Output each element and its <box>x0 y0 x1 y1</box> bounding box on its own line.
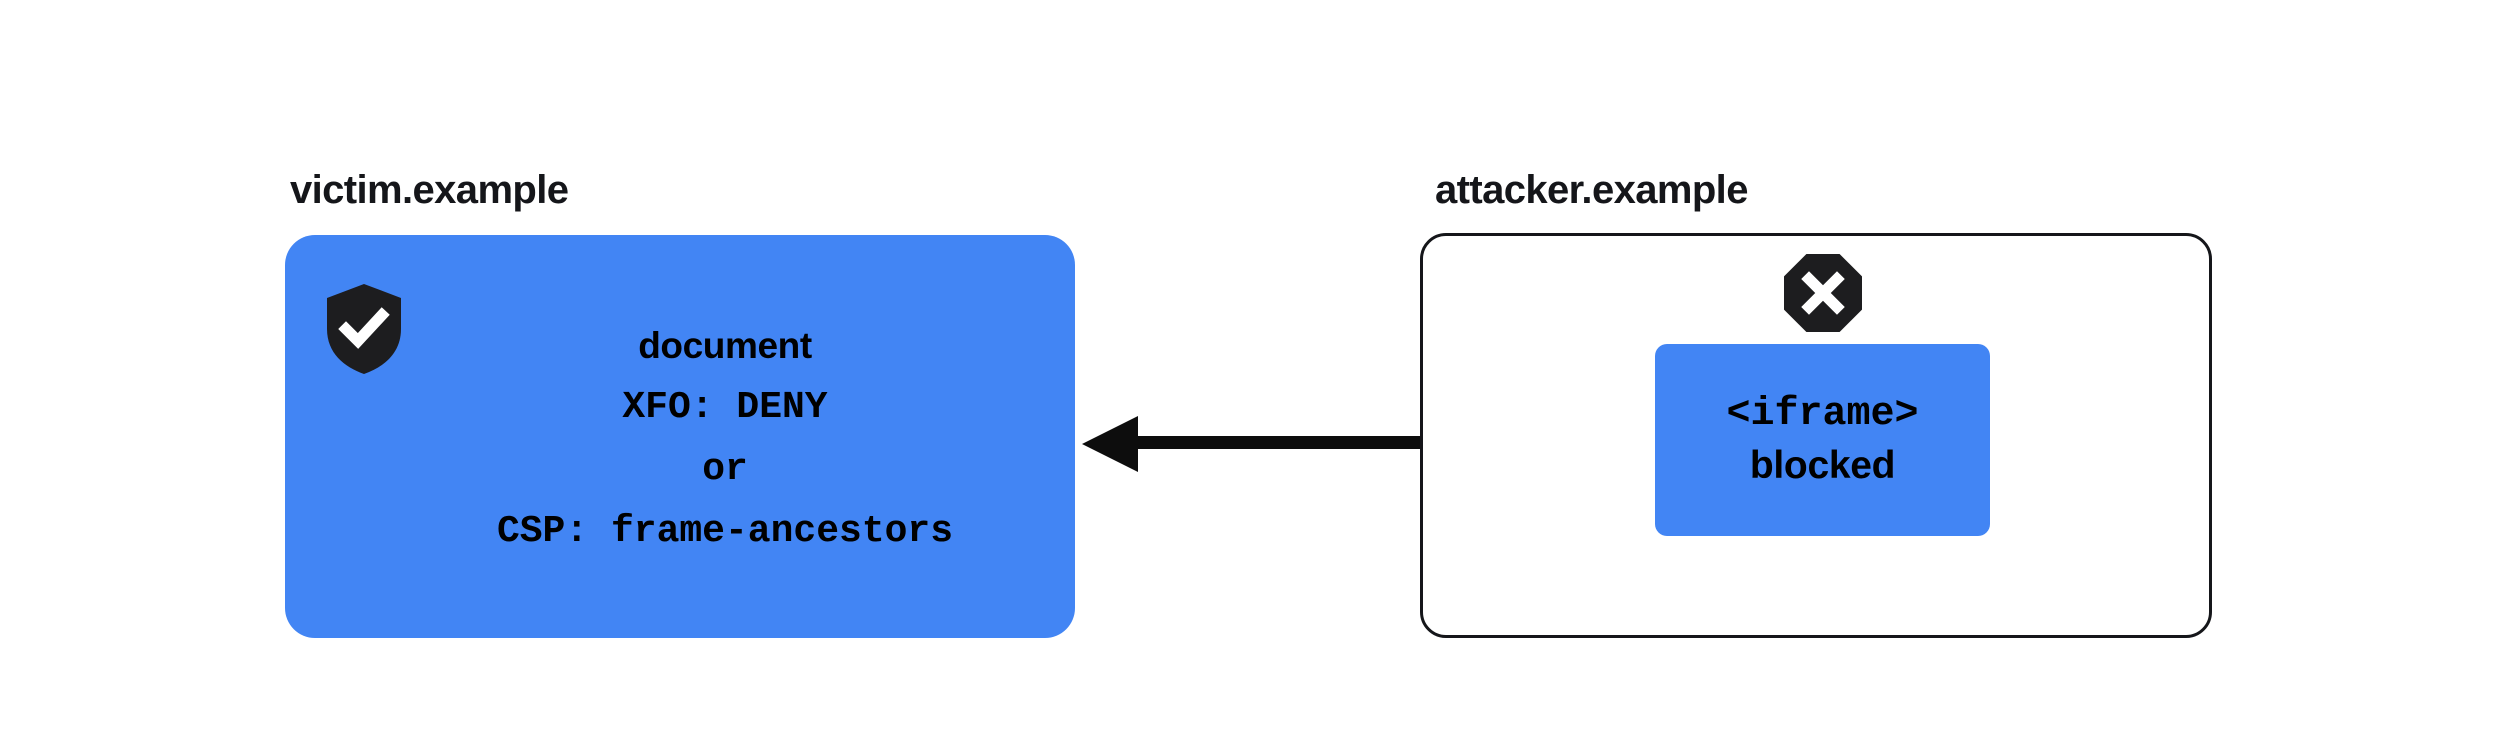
victim-policy-line: XFO: DENY <box>622 386 828 429</box>
victim-policy-line: document <box>638 325 812 366</box>
blocked-iframe-block: <iframe> blocked <box>1655 344 1990 536</box>
iframe-status-label: blocked <box>1749 444 1896 487</box>
victim-policy-line: CSP: frame-ancestors <box>496 510 954 553</box>
victim-origin-panel: document XFO: DENY or CSP: frame-ancesto… <box>285 235 1075 638</box>
shield-check-icon <box>325 283 403 375</box>
attacker-origin-label: attacker.example <box>1435 168 1748 212</box>
victim-policy-line: or <box>702 448 748 491</box>
victim-origin-label: victim.example <box>290 168 569 212</box>
victim-policy-text: document XFO: DENY or CSP: frame-ancesto… <box>395 315 1055 563</box>
octagon-x-icon <box>1783 253 1863 333</box>
iframe-tag-label: <iframe> <box>1726 392 1919 437</box>
attacker-origin-panel: <iframe> blocked <box>1420 233 2212 638</box>
